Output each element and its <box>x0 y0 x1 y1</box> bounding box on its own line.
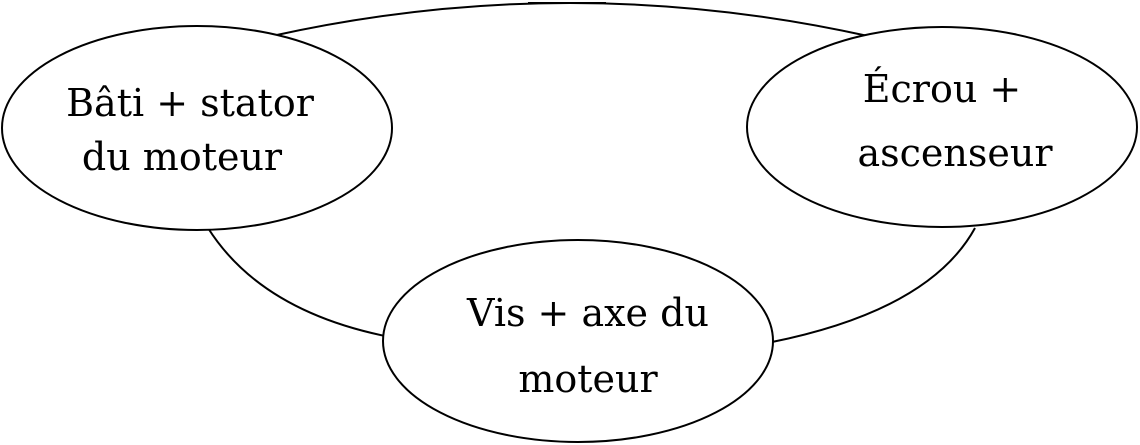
link-frame-screw <box>207 227 386 337</box>
node-frame-label-line2: du moteur <box>82 135 283 179</box>
node-frame-ellipse <box>1 25 393 231</box>
node-nut: Écrou + ascenseur <box>746 26 1138 228</box>
link-screw-nut <box>771 227 976 343</box>
node-nut-label-line1: Écrou + <box>863 67 1021 111</box>
node-screw: Vis + axe du moteur <box>382 239 774 443</box>
node-nut-label-line2: ascenseur <box>857 131 1053 175</box>
link-frame-nut <box>271 2 869 37</box>
node-screw-label-line1: Vis + axe du <box>466 291 709 335</box>
node-nut-ellipse <box>746 26 1138 228</box>
node-frame: Bâti + stator du moteur <box>1 25 393 231</box>
node-screw-ellipse <box>382 239 774 443</box>
node-frame-label-line1: Bâti + stator <box>66 81 315 125</box>
node-screw-label-line2: moteur <box>518 357 658 401</box>
